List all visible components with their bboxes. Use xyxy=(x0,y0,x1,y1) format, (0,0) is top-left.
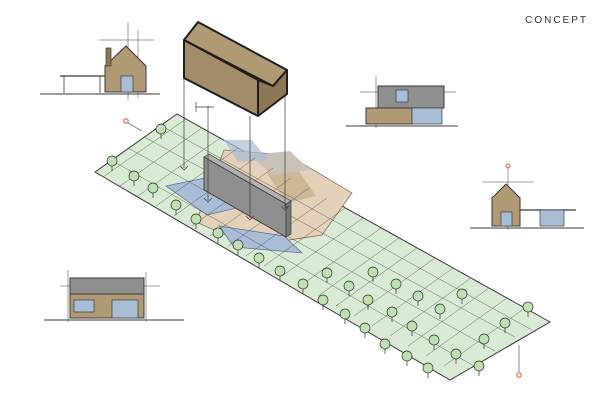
tree-icon xyxy=(155,123,167,139)
elevation-2-upper-window xyxy=(395,89,409,103)
site-plan xyxy=(94,78,552,381)
tree-icon xyxy=(401,350,413,366)
north-arrow-icon xyxy=(123,118,143,132)
projection-lines xyxy=(179,78,290,221)
elevation-top-left xyxy=(40,22,160,100)
tree-icon xyxy=(499,317,511,333)
tree-icon xyxy=(147,182,159,198)
site-grid xyxy=(102,118,533,367)
elevation-3-gable xyxy=(491,183,521,227)
tree-icon xyxy=(478,333,490,349)
tree-icon xyxy=(128,170,140,186)
tree-icon xyxy=(297,278,309,294)
paving-dark-patch xyxy=(266,170,316,203)
tree-icon xyxy=(317,294,329,310)
house-footprint-blue xyxy=(224,140,268,162)
elevation-3-door xyxy=(500,211,513,227)
massing-gable-end xyxy=(257,69,288,117)
elevation-2-upper xyxy=(377,85,445,109)
elevation-1-gable xyxy=(104,45,147,93)
tree-icon xyxy=(232,239,244,255)
tree-icon xyxy=(473,360,485,376)
tree-icon xyxy=(359,322,371,338)
elevation-bottom-left xyxy=(44,270,184,322)
wall-end xyxy=(285,200,292,238)
tree-icon xyxy=(321,267,333,283)
north-arrow-icon xyxy=(516,345,522,378)
tree-icon xyxy=(406,320,418,336)
north-arrow-icon xyxy=(505,163,511,169)
elevation-1-window xyxy=(120,75,134,93)
tree-icon xyxy=(212,227,224,243)
tree-icon xyxy=(170,199,182,215)
elevation-4-roof xyxy=(69,277,145,295)
elevation-4-glazing-right xyxy=(111,299,139,319)
tree-icon xyxy=(390,278,402,294)
tree-icon xyxy=(339,308,351,324)
elevation-4-glazing-left xyxy=(73,299,95,313)
site-trees xyxy=(106,123,534,378)
tree-icon xyxy=(367,266,379,282)
elevation-2-glazing xyxy=(411,107,443,125)
tree-icon xyxy=(428,334,440,350)
elevation-3-wing xyxy=(539,209,565,227)
tree-icon xyxy=(190,213,202,229)
tree-icon xyxy=(522,301,534,317)
tree-icon xyxy=(434,303,446,319)
tree-icon xyxy=(379,338,391,354)
elevation-top-right xyxy=(346,76,458,128)
tree-icon xyxy=(343,280,355,296)
tree-icon xyxy=(274,265,286,281)
tree-icon xyxy=(456,288,468,304)
tree-icon xyxy=(422,362,434,378)
tree-icon xyxy=(386,306,398,322)
concept-label: CONCEPT xyxy=(525,15,588,26)
elevation-2-lower xyxy=(365,107,413,125)
house-massing-model xyxy=(183,21,288,117)
tree-icon xyxy=(450,348,462,364)
elevation-1-chimney xyxy=(105,47,112,67)
tree-icon xyxy=(362,294,374,310)
elevation-right xyxy=(470,163,584,230)
tree-icon xyxy=(106,155,118,171)
tree-icon xyxy=(253,252,265,268)
tree-icon xyxy=(412,290,424,306)
